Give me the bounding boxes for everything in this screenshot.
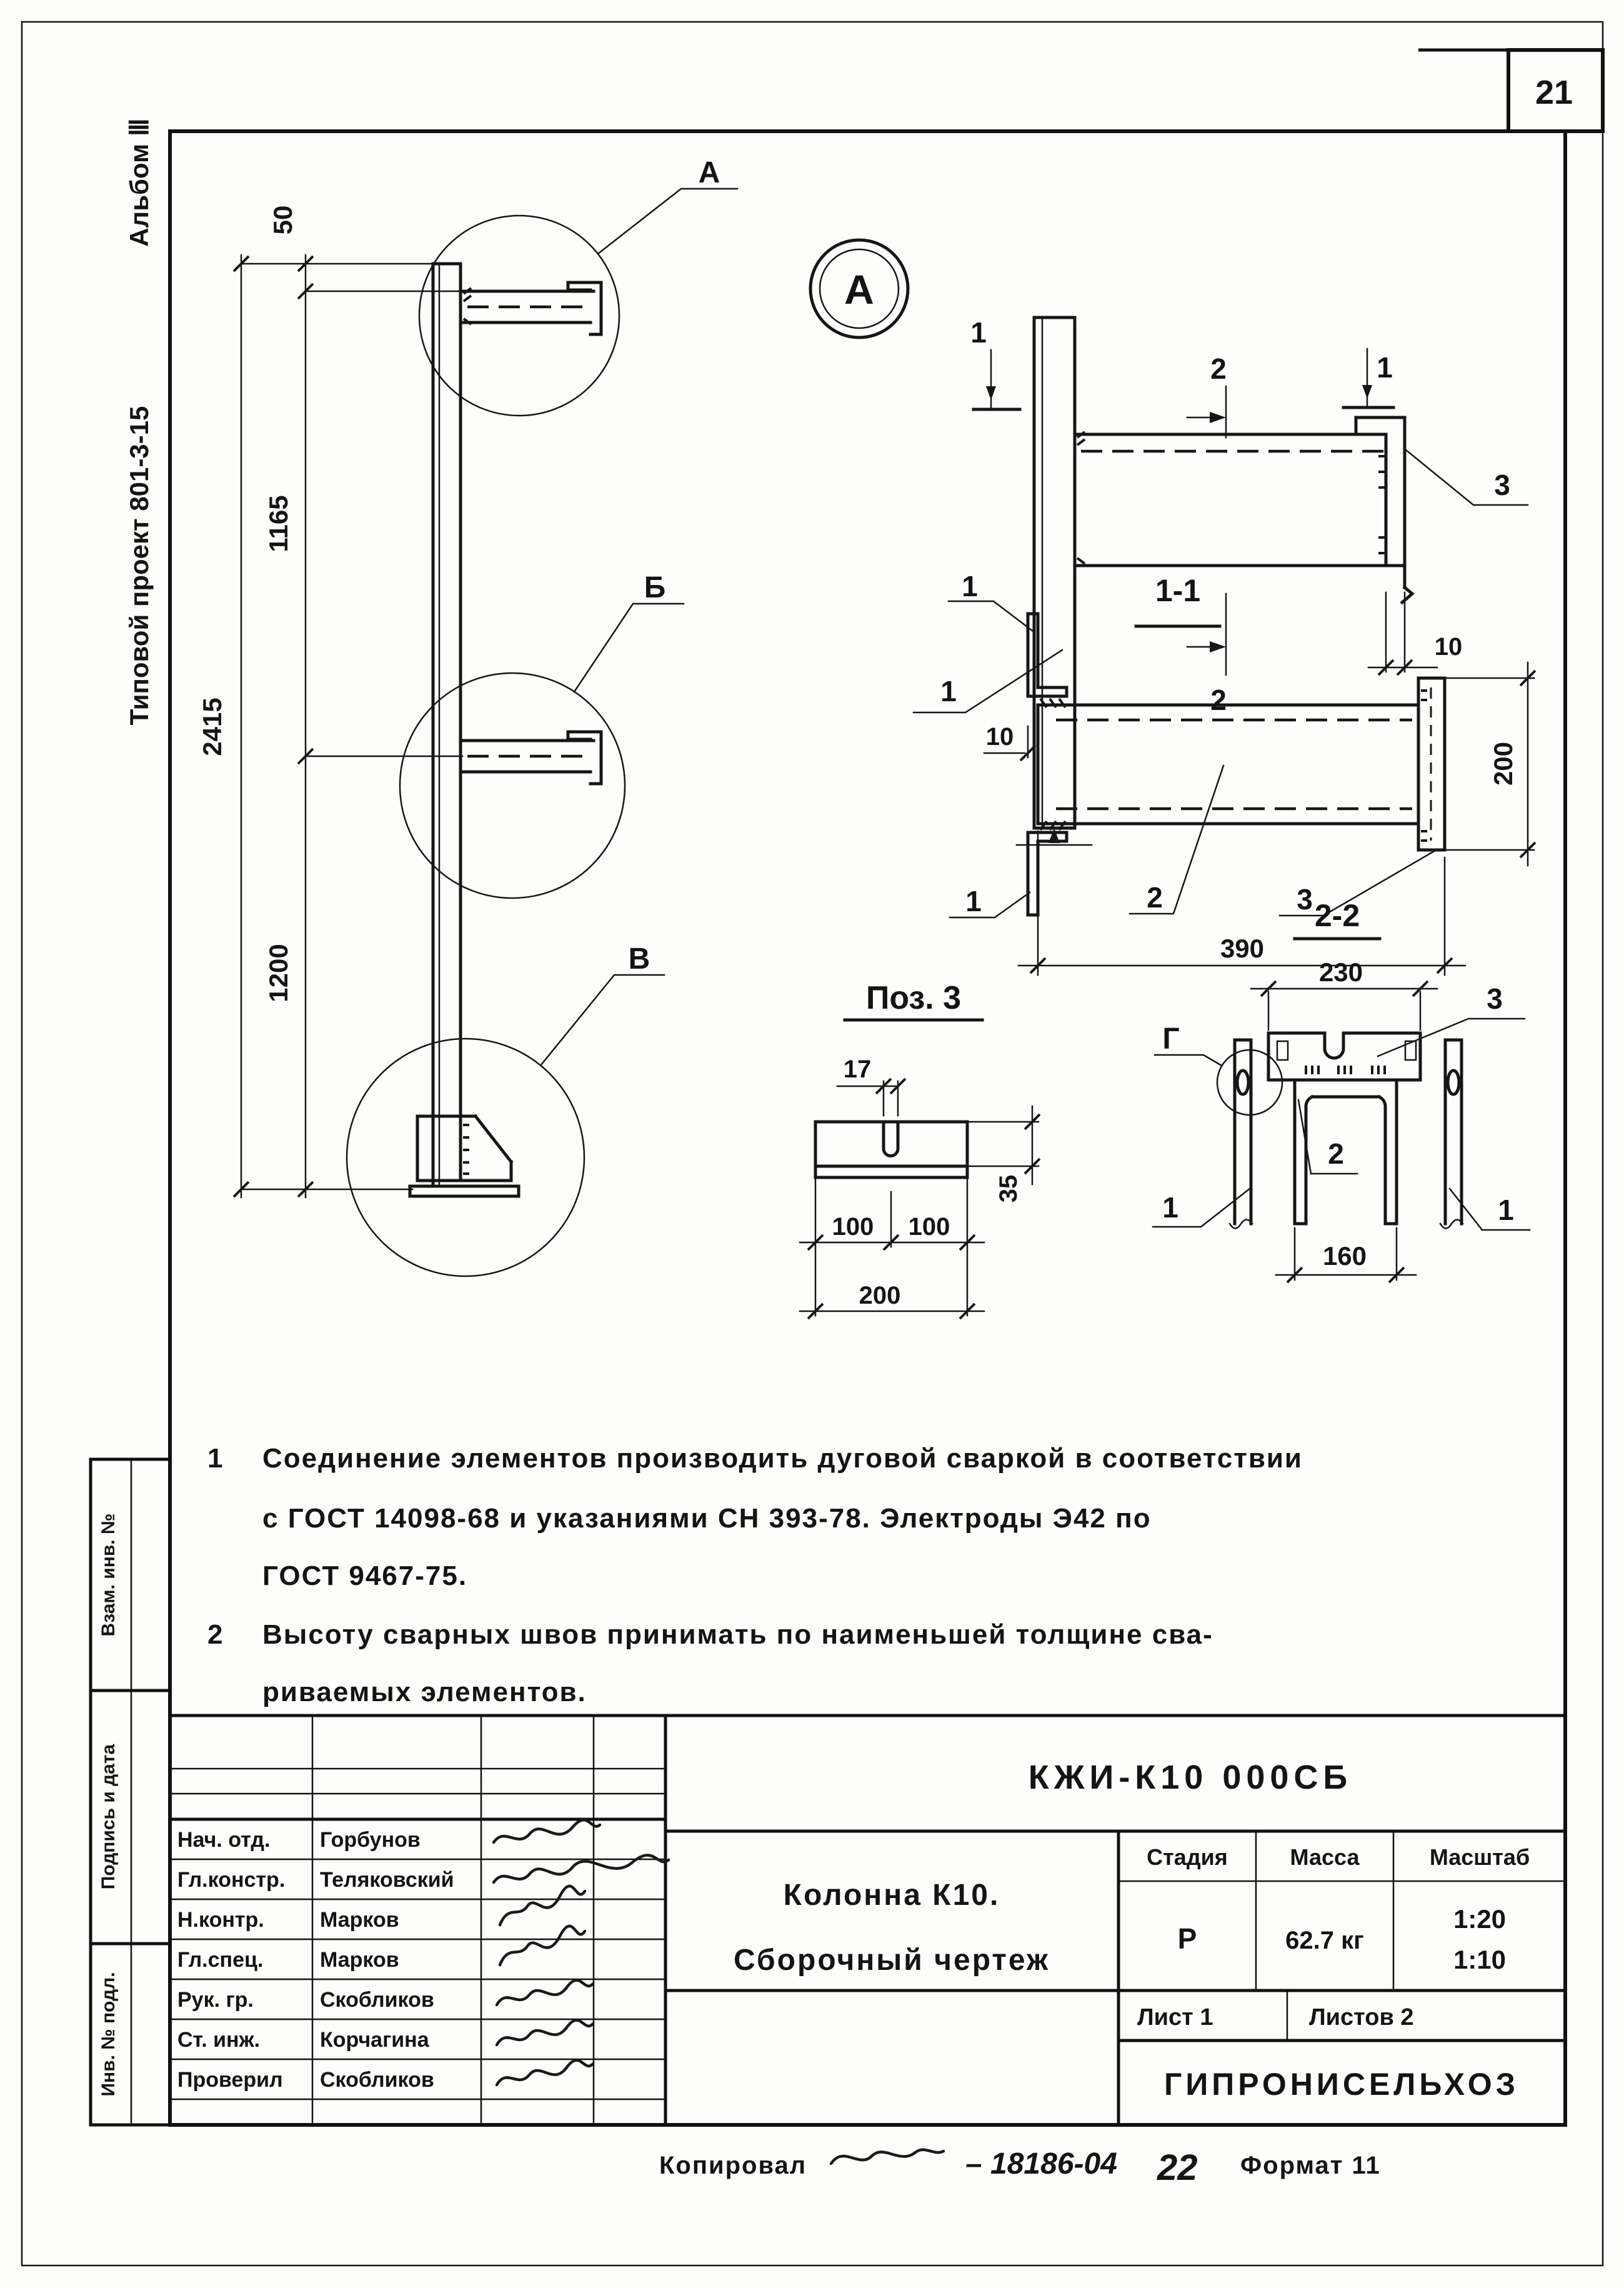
stamp-inv: Инв. № подл. bbox=[98, 1972, 119, 2096]
album-label: Альбом Ⅲ bbox=[124, 118, 154, 247]
col-stage: Стадия bbox=[1147, 1844, 1228, 1870]
signer-rows: Нач. отд. Горбунов Гл.констр. Теляковски… bbox=[177, 1828, 454, 2092]
col-mass: Масса bbox=[1290, 1844, 1360, 1870]
detail-a-mark2-bottom: 2 bbox=[1210, 684, 1227, 716]
s22-dim230: 230 bbox=[1319, 957, 1363, 987]
detail-a-mark2-top: 2 bbox=[1210, 352, 1227, 385]
page-number: 21 bbox=[1535, 74, 1573, 111]
signer-name: Горбунов bbox=[320, 1828, 421, 1852]
scale-value-2: 1:10 bbox=[1453, 1945, 1506, 1974]
pos3-linework bbox=[799, 1018, 1041, 1320]
s22-callout-g: Г bbox=[1162, 1022, 1179, 1056]
signer-name: Корчагина bbox=[320, 2028, 430, 2052]
note1-line2: с ГОСТ 14098-68 и указаниями СН 393-78. … bbox=[262, 1503, 1152, 1534]
s22-item3: 3 bbox=[1487, 982, 1503, 1015]
dim-50: 50 bbox=[268, 206, 297, 235]
section-1-1-title: 1-1 bbox=[1155, 573, 1200, 608]
s11-item3: 3 bbox=[1297, 883, 1313, 916]
footer-copied-label: Копировал bbox=[659, 2152, 807, 2179]
callout-a-label: А bbox=[699, 156, 720, 189]
stamp-vzam: Взам. инв. № bbox=[98, 1514, 119, 1637]
note1-line3: ГОСТ 9467-75. bbox=[262, 1561, 467, 1591]
s22-item1-right: 1 bbox=[1498, 1194, 1514, 1226]
signer-name: Теляковский bbox=[320, 1868, 454, 1892]
signer-role: Гл.констр. bbox=[177, 1868, 285, 1892]
scale-value-1: 1:20 bbox=[1453, 1904, 1506, 1934]
dim-2415: 2415 bbox=[197, 697, 227, 756]
col-scale: Масштаб bbox=[1430, 1844, 1530, 1870]
signer-role: Н.контр. bbox=[177, 1908, 264, 1932]
organization: ГИПРОНИСЕЛЬХОЗ bbox=[1164, 2067, 1519, 2102]
mass-value: 62.7 кг bbox=[1285, 1927, 1364, 1954]
stamp-strip bbox=[89, 1457, 172, 2127]
pos3-title: Поз. 3 bbox=[866, 980, 961, 1016]
s11-item1-bottom: 1 bbox=[965, 885, 982, 917]
detail-a-item3: 3 bbox=[1494, 469, 1510, 501]
s22-item1-left: 1 bbox=[1162, 1191, 1178, 1224]
sheets-label: Листов 2 bbox=[1309, 2004, 1414, 2031]
s11-dim390: 390 bbox=[1220, 934, 1264, 963]
detail-a-item1: 1 bbox=[940, 675, 957, 707]
note2-line1: Высоту сварных швов принимать по наимень… bbox=[262, 1619, 1213, 1650]
sheet-label: Лист 1 bbox=[1137, 2004, 1213, 2031]
dim-1165: 1165 bbox=[264, 495, 293, 552]
section-2-2-linework bbox=[1152, 937, 1531, 1284]
pos3-dim35: 35 bbox=[995, 1175, 1022, 1203]
s11-dim200: 200 bbox=[1488, 742, 1518, 786]
footer-order-number: 22 bbox=[1157, 2147, 1198, 2188]
detail-a-mark1-right: 1 bbox=[1377, 351, 1393, 384]
stage-value: Р bbox=[1178, 1922, 1197, 1955]
detail-a-linework bbox=[809, 238, 1529, 846]
detail-a-mark1-left: 1 bbox=[970, 316, 987, 349]
title-block-grid bbox=[170, 1714, 1565, 2125]
note2-line2: риваемых элементов. bbox=[262, 1677, 587, 1707]
note1-line1: Соединение элементов производить дуговой… bbox=[262, 1443, 1303, 1474]
section-2-2-title: 2-2 bbox=[1315, 898, 1360, 933]
dim-1200: 1200 bbox=[264, 944, 293, 1002]
callout-b-label: Б bbox=[644, 571, 666, 604]
signer-role: Рук. гр. bbox=[177, 1988, 254, 2012]
footer-format-label: Формат 11 bbox=[1240, 2152, 1381, 2179]
note2-number: 2 bbox=[207, 1619, 224, 1650]
pos3-dim100-left: 100 bbox=[832, 1213, 874, 1241]
footer-signature-scribble bbox=[829, 2148, 945, 2166]
signer-name: Скобликов bbox=[320, 1988, 434, 2012]
detail-a-bubble: А bbox=[844, 266, 874, 312]
pos3-dim17: 17 bbox=[844, 1056, 872, 1083]
signer-role: Нач. отд. bbox=[177, 1828, 270, 1852]
s11-item1-top: 1 bbox=[962, 570, 978, 602]
product-title-line1: Колонна К10. bbox=[784, 1879, 1000, 1912]
elevation-linework bbox=[232, 187, 739, 1277]
pos3-dim100-right: 100 bbox=[909, 1213, 950, 1241]
product-title-line2: Сборочный чертеж bbox=[734, 1944, 1050, 1977]
project-label: Типовой проект 801-3-15 bbox=[124, 406, 154, 726]
callout-v-label: В bbox=[629, 942, 650, 976]
detail-a-dim10: 10 bbox=[1435, 633, 1463, 661]
section-1-1-linework bbox=[947, 600, 1537, 976]
footer-doc-number: – 18186-04 bbox=[965, 2147, 1117, 2181]
s22-dim160: 160 bbox=[1323, 1241, 1367, 1271]
signer-role: Проверил bbox=[177, 2068, 283, 2092]
doc-code: КЖИ-К10 000СБ bbox=[1029, 1759, 1353, 1796]
signature-scribbles bbox=[492, 1818, 670, 2087]
sheet-frame bbox=[21, 21, 1605, 2267]
signer-name: Марков bbox=[320, 1948, 399, 1972]
note1-number: 1 bbox=[207, 1443, 224, 1474]
notes-block: 1 Соединение элементов производить дугов… bbox=[207, 1443, 1303, 1707]
s11-item2: 2 bbox=[1147, 881, 1163, 914]
s11-dim10: 10 bbox=[986, 723, 1014, 751]
stamp-podpis: Подпись и дата bbox=[98, 1744, 119, 1889]
signer-role: Ст. инж. bbox=[177, 2028, 260, 2052]
signer-name: Скобликов bbox=[320, 2068, 434, 2092]
pos3-dim200: 200 bbox=[859, 1282, 901, 1309]
signer-name: Марков bbox=[320, 1908, 399, 1932]
signer-role: Гл.спец. bbox=[177, 1948, 263, 1972]
s22-item2: 2 bbox=[1328, 1137, 1344, 1170]
